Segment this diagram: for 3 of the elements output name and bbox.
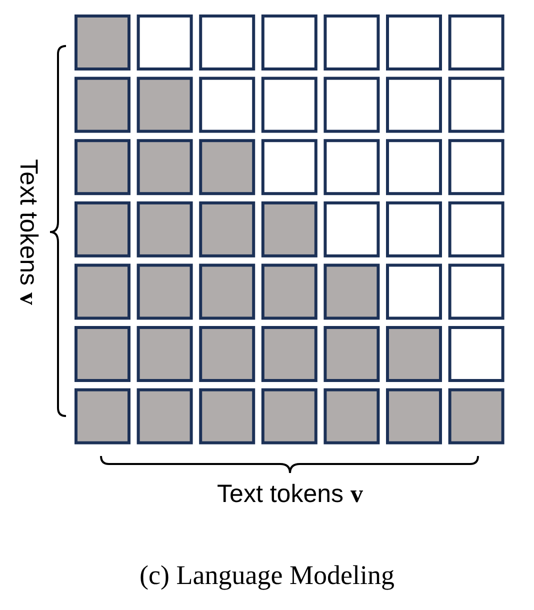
caption: (c) Language Modeling — [140, 562, 394, 589]
axis-label: Text tokens v — [16, 159, 40, 305]
axis-label: Text tokens v — [217, 482, 363, 507]
